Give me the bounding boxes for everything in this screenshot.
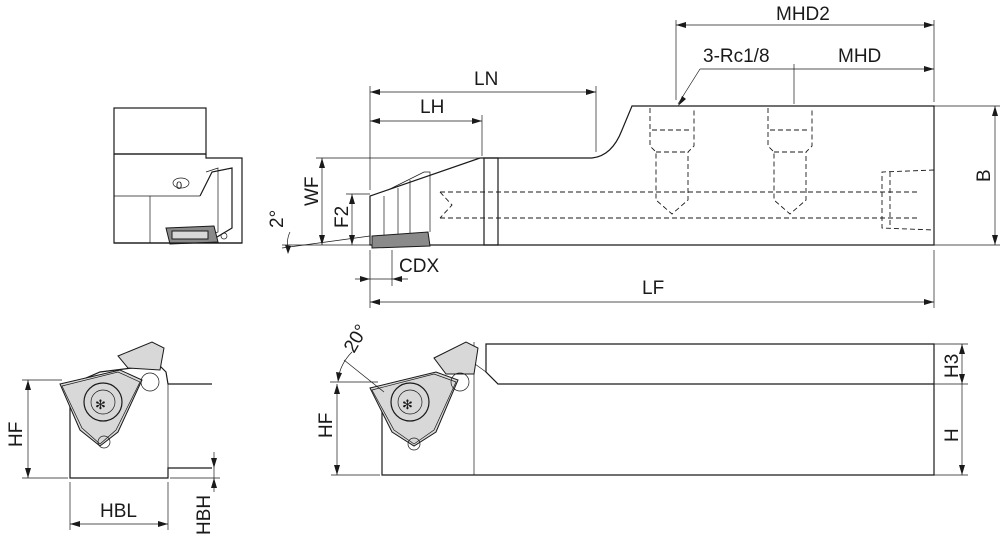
label-h3: H3 <box>942 354 963 378</box>
end-view-top: 0 <box>113 107 243 245</box>
label-cdx: CDX <box>399 256 439 277</box>
label-lf: LF <box>642 278 664 299</box>
top-view-bottom: ✻ <box>369 341 935 476</box>
label-angle-20: 20° <box>340 321 373 356</box>
insert-top-view <box>369 371 459 447</box>
clamp-mark: 0 <box>176 180 182 192</box>
side-view-top <box>369 105 935 249</box>
label-f2: F2 <box>332 206 353 228</box>
label-hf-side: HF <box>316 413 337 438</box>
torx-icon-top: ✻ <box>402 397 413 412</box>
coolant-port-1 <box>649 108 695 215</box>
dimensions-front-left: HF HBL HBH <box>6 379 220 535</box>
holder-body-outline <box>369 105 935 246</box>
label-hbl: HBL <box>100 501 137 522</box>
label-wf: WF <box>302 176 323 206</box>
dimensions-top: MHD2 MHD 3-Rc1/8 LN LH WF F2 <box>267 4 1000 308</box>
insert-side-view <box>371 231 431 249</box>
insert-front-left <box>59 369 143 447</box>
label-angle-2: 2° <box>267 210 288 228</box>
label-mhd: MHD <box>838 46 881 67</box>
clamp-screw-icon <box>172 177 190 189</box>
label-b: B <box>974 169 995 182</box>
label-hf-front: HF <box>6 422 27 447</box>
coolant-port-rear <box>881 169 935 231</box>
label-mhd2: MHD2 <box>776 4 830 25</box>
label-lh: LH <box>420 97 444 118</box>
label-ln: LN <box>474 69 498 90</box>
label-h: H <box>942 428 963 442</box>
clamp-front-left <box>117 341 165 371</box>
coolant-port-2 <box>767 108 813 215</box>
label-rc: 3-Rc1/8 <box>703 46 770 67</box>
torx-icon-left: ✻ <box>95 397 106 412</box>
label-hbh: HBH <box>194 495 215 535</box>
front-view-left: ✻ <box>59 341 212 479</box>
clamp-top-view <box>433 341 479 375</box>
